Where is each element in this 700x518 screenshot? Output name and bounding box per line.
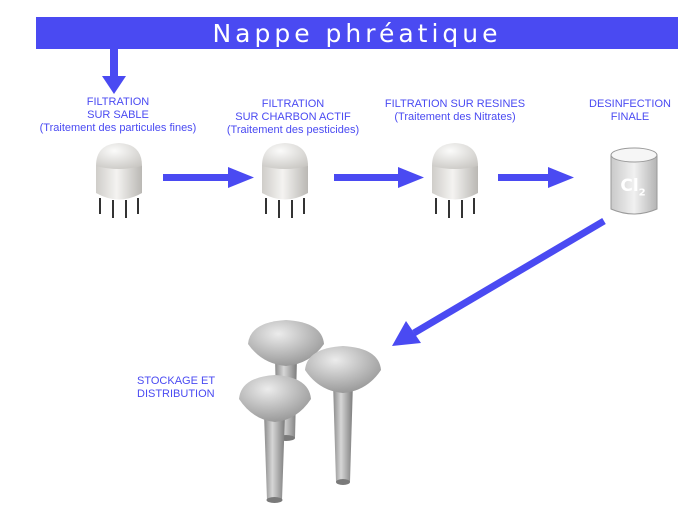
chlorine-subscript: 2 [638, 187, 646, 199]
storage-line2: DISTRIBUTION [137, 388, 215, 400]
carbon-filter-tank [262, 143, 308, 218]
water-towers [239, 320, 381, 503]
step-sand-line1: FILTRATION [86, 96, 150, 108]
step-carbon-label: FILTRATION SUR CHARBON ACTIF (Traitement… [205, 98, 381, 137]
step-carbon-line1: FILTRATION [261, 98, 325, 110]
title-banner: Nappe phréatique [36, 17, 678, 49]
step-carbon-line2: SUR CHARBON ACTIF [235, 111, 351, 123]
step-sand-line2: SUR SABLE [87, 109, 149, 121]
step-carbon-line3: (Traitement des pesticides) [226, 124, 360, 136]
step-sand-label: FILTRATION SUR SABLE (Traitement des par… [30, 96, 206, 135]
step-disinfection-line2: FINALE [610, 111, 650, 123]
resin-filter-tank [432, 143, 478, 218]
chlorine-label: Cl2 [618, 176, 648, 198]
water-tower-front [239, 375, 311, 503]
storage-line1: STOCKAGE ET [137, 375, 216, 387]
flow-arrow-to-storage [392, 217, 606, 346]
title-text: Nappe phréatique [212, 18, 502, 48]
chlorine-cylinder [610, 147, 658, 215]
inlet-arrow [102, 49, 126, 94]
step-resin-line2: (Traitement des Nitrates) [394, 111, 516, 123]
storage-label: STOCKAGE ET DISTRIBUTION [137, 375, 215, 401]
step-disinfection-line1: DESINFECTION [589, 98, 671, 110]
flow-arrow-2 [334, 167, 424, 188]
step-resin-label: FILTRATION SUR RESINES (Traitement des N… [370, 98, 540, 124]
step-resin-line1: FILTRATION SUR RESINES [384, 98, 526, 110]
sand-filter-tank [96, 143, 142, 218]
step-disinfection-label: DESINFECTION FINALE [575, 98, 685, 124]
flow-arrow-1 [163, 167, 254, 188]
chlorine-symbol: Cl [620, 176, 639, 196]
step-sand-line3: (Traitement des particules fines) [39, 122, 197, 134]
water-tower-right [305, 346, 381, 485]
flow-arrow-3 [498, 167, 574, 188]
